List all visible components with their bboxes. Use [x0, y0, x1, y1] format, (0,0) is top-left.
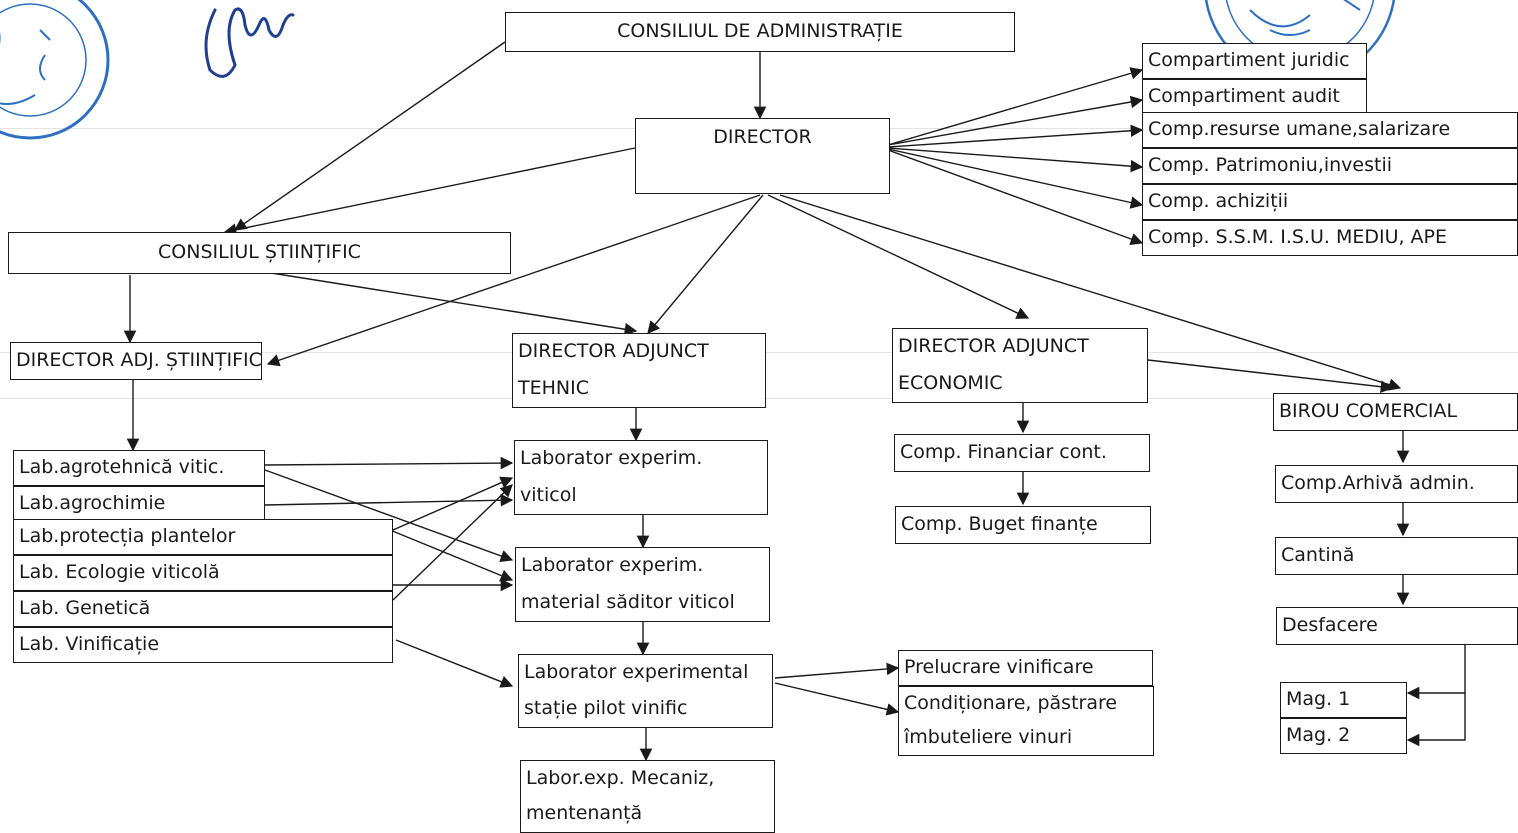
desfacere-box: Desfacere	[1276, 607, 1518, 645]
mag-1-label: Mag. 1	[1286, 688, 1351, 711]
arrow-adj-economic-to-birou	[1147, 359, 1394, 393]
conditionare-pastrare-line1: Condiționare, păstrare	[904, 692, 1118, 715]
mag-2-box: Mag. 2	[1280, 718, 1407, 754]
director-adjunct-tehnic-line1: DIRECTOR ADJUNCT	[518, 340, 709, 363]
arrow-statie-to-conditionare	[774, 682, 900, 716]
arrow-director-to-audit	[887, 95, 1144, 146]
compartment-juridic-label: Compartiment juridic	[1148, 49, 1350, 72]
lab-agrochimie: Lab.agrochimie	[13, 486, 265, 522]
arrow-director-to-achizitii	[887, 148, 1144, 209]
lab-genetica: Lab. Genetică	[13, 591, 393, 627]
arrow-director-to-adj-stiintific	[266, 194, 761, 367]
comp-buget: Comp. Buget finanțe	[895, 506, 1151, 544]
lab-ecologie-viticola-label: Lab. Ecologie viticolă	[19, 561, 220, 584]
lab-vinificatie: Lab. Vinificație	[13, 627, 393, 663]
director-adjunct-tehnic-line2: TEHNIC	[518, 376, 589, 399]
arrow-agrochimie-to-viticol	[264, 493, 514, 507]
lab-agrotehnica-label: Lab.agrotehnică vitic.	[19, 456, 225, 479]
director-adj-stiintific-label: DIRECTOR ADJ. ȘTIINȚIFIC	[16, 349, 262, 372]
compartment-resurse-umane-label: Comp.resurse umane,salarizare	[1148, 118, 1451, 141]
prelucrare-vinificare-label: Prelucrare vinificare	[904, 656, 1094, 679]
director-adj-stiintific-box: DIRECTOR ADJ. ȘTIINȚIFIC	[10, 342, 262, 380]
compartment-audit-label: Compartiment audit	[1148, 85, 1340, 108]
arrow-protectia-to-saditor	[389, 529, 514, 582]
compartment-ssm: Comp. S.S.M. I.S.U. MEDIU, APE	[1142, 220, 1518, 256]
arrow-protectia-to-viticol	[392, 476, 514, 531]
lab-agrotehnica: Lab.agrotehnică vitic.	[13, 450, 265, 486]
arrow-statie-to-prelucrare	[774, 662, 900, 679]
comp-buget-label: Comp. Buget finanțe	[901, 513, 1098, 536]
birou-comercial-label: BIROU COMERCIAL	[1279, 400, 1458, 423]
comp-financiar: Comp. Financiar cont.	[894, 434, 1150, 472]
laborator-experim-viticol-line2: viticol	[520, 483, 577, 506]
arrow-director-to-birou	[779, 194, 1402, 391]
compartment-resurse-umane: Comp.resurse umane,salarizare	[1142, 112, 1518, 148]
comp-arhiva: Comp.Arhivă admin.	[1275, 465, 1518, 503]
compartment-ssm-label: Comp. S.S.M. I.S.U. MEDIU, APE	[1148, 226, 1448, 249]
laborator-material-saditor: Laborator experim. material săditor viti…	[515, 547, 770, 622]
compartment-juridic: Compartiment juridic	[1142, 43, 1367, 79]
arrow-director-to-ssm	[887, 149, 1144, 246]
laborator-mecaniz-line2: mentenanță	[526, 802, 643, 825]
desfacere-label: Desfacere	[1282, 614, 1378, 637]
consiliu-stiintific-box: CONSILIUL ȘTIINȚIFIC	[8, 232, 511, 274]
compartment-patrimoniu-label: Comp. Patrimoniu,investii	[1148, 154, 1393, 177]
arrow-vinificatie-to-statie	[395, 639, 514, 688]
compartment-audit: Compartiment audit	[1142, 79, 1367, 115]
lab-vinificatie-label: Lab. Vinificație	[19, 633, 160, 656]
consiliu-administratie-box: CONSILIUL DE ADMINISTRAȚIE	[505, 12, 1015, 52]
laborator-mecaniz: Labor.exp. Mecaniz, mentenanță	[520, 760, 775, 833]
stamp-left-image	[0, 0, 110, 140]
laborator-statie-pilot: Laborator experimental stație pilot vini…	[518, 654, 773, 728]
arrow-desfacere-to-mag2	[1406, 693, 1466, 747]
lab-ecologie-viticola: Lab. Ecologie viticolă	[13, 555, 393, 591]
signature-image	[204, 7, 295, 78]
laborator-material-saditor-line1: Laborator experim.	[521, 554, 704, 577]
arrow-admin-to-consiliu	[233, 41, 506, 231]
director-adjunct-economic-line2: ECONOMIC	[898, 371, 1003, 394]
cantina-box: Cantină	[1275, 537, 1518, 575]
arrow-director-to-patrimoniu	[887, 147, 1144, 173]
conditionare-pastrare-line2: îmbuteliere vinuri	[904, 726, 1073, 749]
director-box: DIRECTOR	[635, 118, 890, 194]
prelucrare-vinificare: Prelucrare vinificare	[898, 650, 1153, 686]
arrow-director-to-adj-economic	[767, 194, 1030, 319]
laborator-mecaniz-line1: Labor.exp. Mecaniz,	[526, 766, 715, 789]
mag-1-box: Mag. 1	[1280, 682, 1407, 718]
arrow-desfacere-to-mag1	[1406, 645, 1466, 700]
laborator-statie-pilot-line1: Laborator experimental	[524, 661, 749, 684]
laborator-material-saditor-line2: material săditor viticol	[521, 590, 735, 613]
arrow-director-to-juridic	[887, 67, 1144, 146]
arrow-genetica-to-viticol	[392, 484, 513, 601]
lab-protectia-plantelor-label: Lab.protecția plantelor	[19, 525, 236, 548]
arrow-agrotehnica-to-viticol	[264, 456, 514, 470]
lab-agrochimie-label: Lab.agrochimie	[19, 492, 166, 515]
arrow-director-to-resurse	[887, 124, 1144, 148]
compartment-patrimoniu: Comp. Patrimoniu,investii	[1142, 148, 1518, 184]
director-adjunct-economic-box: DIRECTOR ADJUNCT ECONOMIC	[892, 328, 1148, 403]
lab-protectia-plantelor: Lab.protecția plantelor	[13, 519, 393, 555]
cantina-label: Cantină	[1281, 544, 1355, 567]
conditionare-pastrare: Condiționare, păstrare îmbuteliere vinur…	[898, 686, 1154, 756]
arrow-consiliu-to-adj-tehnic	[264, 271, 638, 336]
director-adjunct-economic-line1: DIRECTOR ADJUNCT	[898, 335, 1089, 358]
director-label: DIRECTOR	[713, 126, 812, 148]
mag-2-label: Mag. 2	[1286, 724, 1351, 747]
compartment-achizitii-label: Comp. achiziții	[1148, 190, 1289, 213]
birou-comercial-box: BIROU COMERCIAL	[1273, 393, 1518, 431]
consiliu-stiintific-label: CONSILIUL ȘTIINȚIFIC	[158, 241, 361, 264]
comp-arhiva-label: Comp.Arhivă admin.	[1281, 472, 1475, 495]
lab-genetica-label: Lab. Genetică	[19, 597, 151, 620]
compartment-achizitii: Comp. achiziții	[1142, 184, 1518, 220]
arrow-agrotehnica-to-saditor	[264, 469, 514, 563]
comp-financiar-label: Comp. Financiar cont.	[900, 441, 1107, 464]
director-adjunct-tehnic-box: DIRECTOR ADJUNCT TEHNIC	[512, 333, 766, 408]
consiliu-administratie-label: CONSILIUL DE ADMINISTRAȚIE	[617, 20, 903, 43]
laborator-experim-viticol: Laborator experim. viticol	[514, 440, 768, 515]
arrow-director-to-consiliu	[223, 147, 636, 236]
arrow-director-to-adj-tehnic	[647, 194, 764, 334]
laborator-experim-viticol-line1: Laborator experim.	[520, 447, 703, 470]
laborator-statie-pilot-line2: stație pilot vinific	[524, 697, 688, 720]
